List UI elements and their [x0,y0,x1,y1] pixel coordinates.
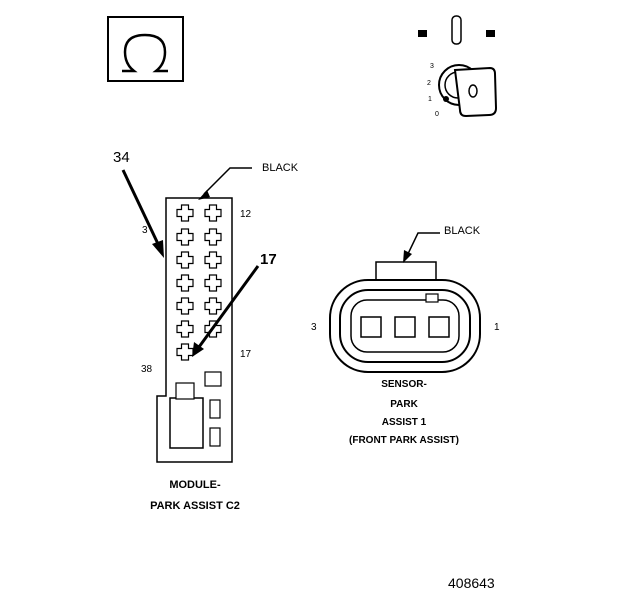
pin-label-3: 3 [142,225,148,236]
module-name-line1: MODULE- [169,479,221,491]
pin-cavity [204,297,222,315]
sensor-pin-label-3: 3 [311,322,317,333]
pin-cavity [176,343,194,361]
sensor-name-line2: PARK [390,399,418,410]
pin-cavity [176,228,194,246]
module-name-line2: PARK ASSIST C2 [150,500,240,512]
sensor-color-leader [405,232,440,259]
sensor-pin-label-1: 1 [494,322,500,333]
module-color-leader [203,167,252,195]
callout-17-label: 17 [260,251,277,268]
pin-cavity [204,274,222,292]
pin-cavity [176,297,194,315]
pin-cavity [176,251,194,269]
pin-cavity [204,228,222,246]
pin-cavity [204,251,222,269]
key-position-1: 1 [428,96,432,103]
pin-label-38: 38 [141,364,153,375]
sensor-color-leader-arrowhead [403,250,412,263]
figure-number: 408643 [448,575,495,591]
omega-icon [107,16,184,82]
module-color-label: BLACK [262,162,299,174]
pin-label-17: 17 [240,349,252,360]
key-position-3: 3 [430,63,434,70]
sensor-name-line4: (FRONT PARK ASSIST) [349,435,459,446]
pin-cavity [176,204,194,222]
key-position-2: 2 [427,80,431,87]
module-connector [156,197,233,463]
sensor-color-label: BLACK [444,225,481,237]
sensor-connector [329,261,481,373]
pin-label-12: 12 [240,209,252,220]
sensor-name-line1: SENSOR- [381,379,427,390]
pin-cavity [204,204,222,222]
callout-17-arrowhead [192,342,204,357]
pin-cavity [176,274,194,292]
callout-17-arrow [197,265,260,348]
pin-cavity [176,320,194,338]
callout-34-label: 34 [113,149,130,166]
sensor-name-line3: ASSIST 1 [381,417,427,428]
callout-34-arrow [121,169,161,247]
callout-34-arrowhead [152,240,164,258]
key-position-0: 0 [435,111,439,118]
module-pin-cavities [176,204,222,361]
module-color-leader-arrowhead [198,190,210,200]
ignition-key-icon [418,15,498,118]
